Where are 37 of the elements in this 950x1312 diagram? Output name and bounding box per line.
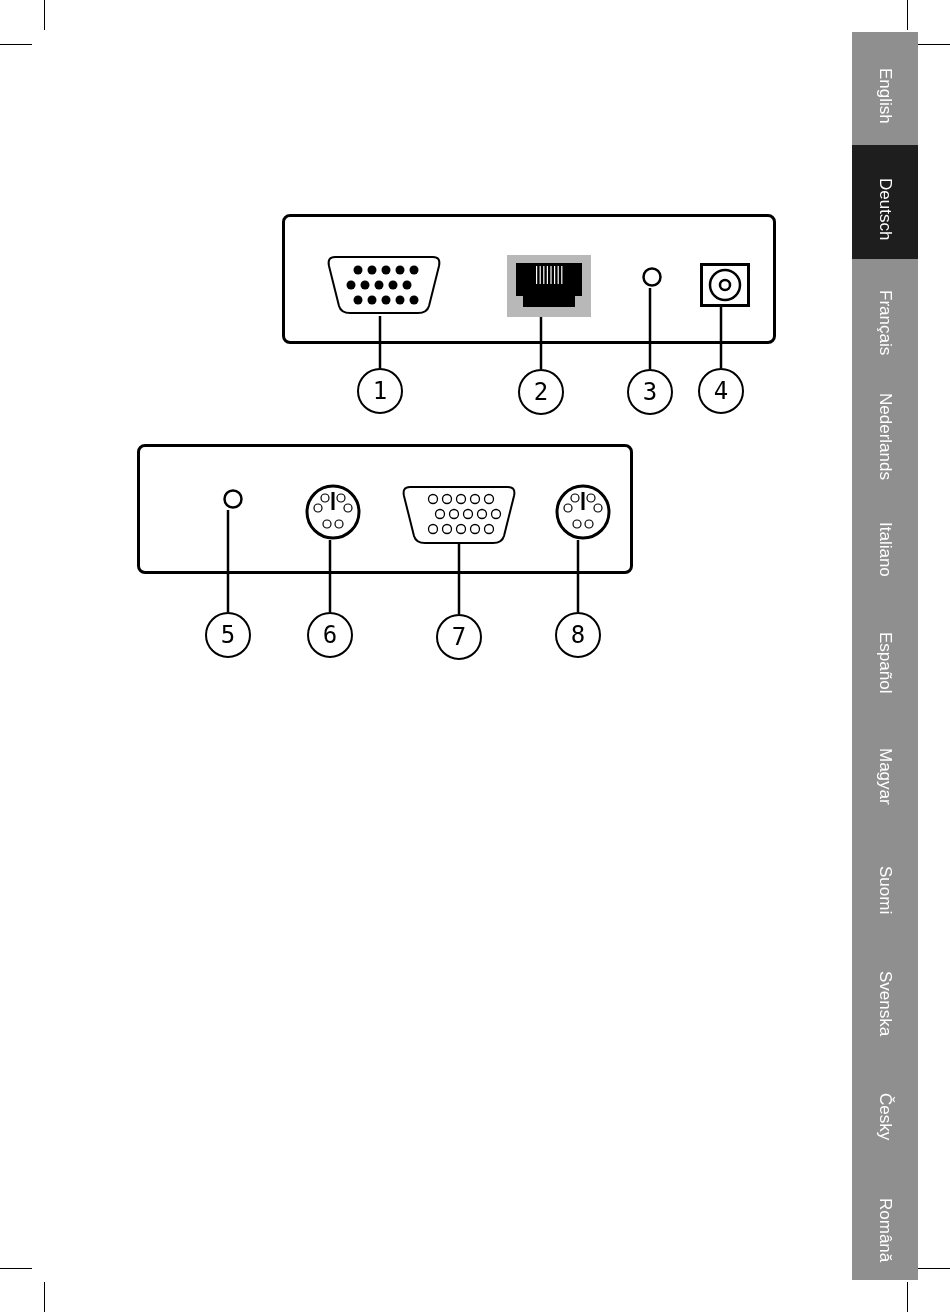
leader-line	[648, 288, 652, 369]
ps2-port-icon	[305, 484, 361, 540]
language-tab: Română	[852, 1166, 918, 1280]
led-indicator-icon	[641, 266, 663, 288]
leader-line	[378, 316, 382, 368]
language-tab: Nederlands	[852, 372, 918, 486]
device-panel	[137, 444, 633, 574]
vga-port-icon	[325, 254, 443, 316]
leader-line	[576, 540, 580, 612]
led-indicator-icon	[222, 488, 244, 510]
ps2-port-icon	[555, 484, 611, 540]
callout-number: 1	[357, 368, 403, 414]
language-tab: Français	[852, 258, 918, 373]
language-tab: Česky	[852, 1053, 918, 1167]
leader-line	[719, 307, 723, 368]
callout-number: 5	[205, 612, 251, 658]
callout-number: 6	[307, 612, 353, 658]
leader-line	[226, 510, 230, 612]
leader-line	[539, 317, 543, 369]
leader-line	[328, 540, 332, 612]
vga-port-icon	[400, 484, 518, 544]
language-tab: Deutsch	[852, 145, 918, 259]
callout-number: 7	[436, 614, 482, 660]
language-tab: Italiano	[852, 485, 918, 600]
language-tab: Español	[852, 599, 918, 713]
leader-line	[457, 544, 461, 614]
ethernet-port-icon	[507, 255, 591, 317]
callout-number: 2	[518, 369, 564, 415]
language-tab: Suomi	[852, 826, 918, 940]
callout-number: 3	[627, 369, 673, 415]
device-panel	[282, 214, 776, 344]
callout-number: 4	[698, 368, 744, 414]
language-tab: English	[852, 32, 918, 146]
language-tab: Magyar	[852, 712, 918, 827]
callout-number: 8	[555, 612, 601, 658]
power-jack-icon	[700, 263, 750, 307]
language-tab: Svenska	[852, 939, 918, 1054]
